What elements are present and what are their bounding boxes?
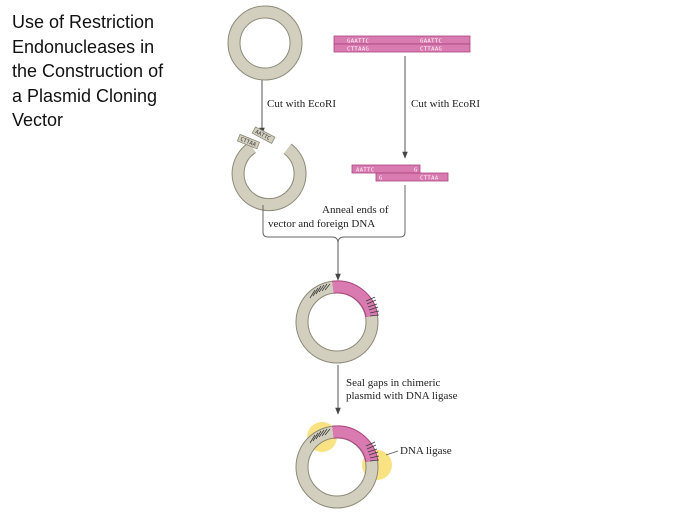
anneal-step: Anneal ends of vector and foreign DNA	[262, 185, 406, 281]
site-left-top: GAATTC	[347, 39, 369, 45]
seal-label-line-1: Seal gaps in chimeric	[346, 377, 441, 389]
opened-plasmid-sticky-end-left: CTTAA	[236, 133, 261, 150]
ligase-pointer	[385, 450, 399, 456]
cut-foreign-step: Cut with EcoRI	[402, 56, 480, 159]
site-left-bottom: CTTAAG	[347, 47, 369, 53]
fragment-right-bottom: CTTAA	[420, 176, 439, 182]
cut-foreign-label: Cut with EcoRI	[411, 98, 480, 110]
title-line-3: the Construction of	[12, 61, 164, 81]
ligase-label: DNA ligase	[400, 445, 452, 457]
cut-vector-label: Cut with EcoRI	[267, 98, 336, 110]
opened-plasmid: CTTAA AATTC	[231, 126, 307, 212]
title-line-2: Endonucleases in	[12, 36, 155, 57]
foreign-dna: GAATTC CTTAAG GAATTC CTTAAG	[333, 35, 471, 53]
chimeric-junction-right	[365, 296, 380, 317]
sealed-junction-left	[309, 428, 331, 444]
chimeric-plasmid	[295, 280, 380, 364]
fragment-left-bottom: G	[379, 176, 383, 182]
chimeric-junction-left	[309, 283, 331, 299]
anneal-label-line-2: vector and foreign DNA	[268, 218, 375, 230]
site-right-top: GAATTC	[420, 39, 442, 45]
cut-vector-step: Cut with EcoRI	[259, 80, 336, 135]
seal-label-line-2: plasmid with DNA ligase	[346, 390, 458, 402]
title-line-5: Vector	[12, 110, 64, 130]
fragment-left-top: AATTC	[356, 168, 375, 174]
title-line-4: a Plasmid Cloning	[12, 85, 158, 106]
recombinant-plasmid: DNA ligase	[295, 422, 452, 509]
slide-title: Use of Restriction Endonucleases in the …	[12, 10, 212, 133]
fragment-right-top: G	[414, 168, 418, 174]
sealed-junction-right	[365, 441, 380, 462]
site-right-bottom: CTTAAG	[420, 47, 442, 53]
seal-step: Seal gaps in chimeric plasmid with DNA l…	[335, 365, 458, 415]
intact-plasmid	[227, 5, 303, 81]
title-line-1: Use of Restriction	[12, 12, 155, 32]
cut-foreign-fragment: AATTC G G CTTAA	[351, 164, 449, 182]
anneal-label-line-1: Anneal ends of	[322, 204, 389, 216]
